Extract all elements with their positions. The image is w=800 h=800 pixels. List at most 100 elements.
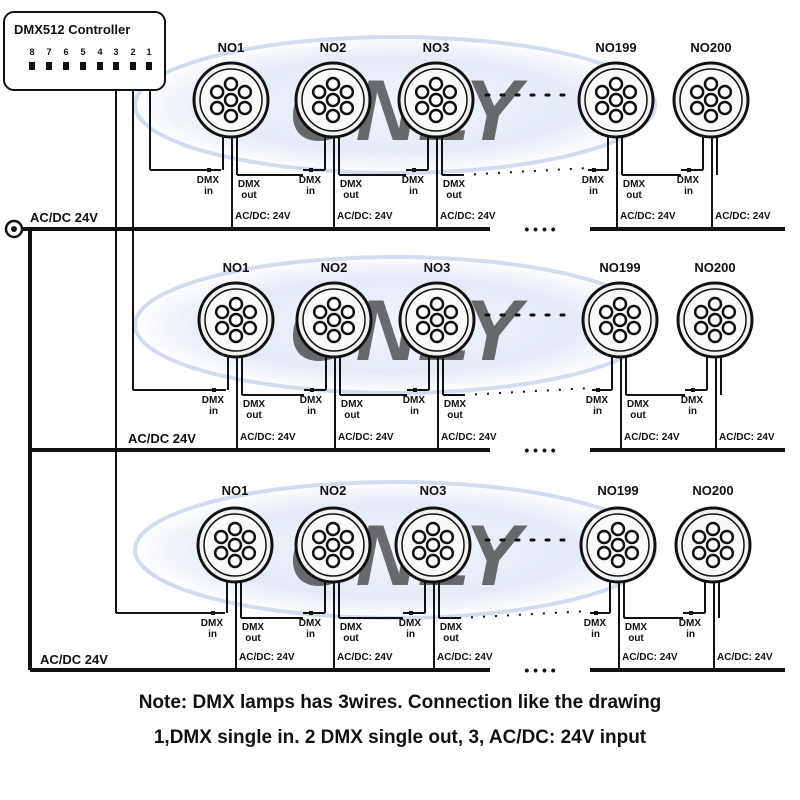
dmx-in-label-no200-row-2: DMX [681,395,704,406]
power-tap-label-no200-row-2: AC/DC: 24V [719,432,775,443]
dmx-in-label-no1-row-2: DMX [202,395,225,406]
led-6-no199-row-2 [612,296,628,312]
led-3-no2-row-2 [326,328,342,344]
connector-in-no1-row-3 [211,611,215,615]
dmx-in-sub-no1-row-2: in [209,406,218,417]
led-1-no199-row-2 [612,312,628,328]
led-4-no1-row-3 [213,545,229,561]
led-4-no3-row-3 [411,545,427,561]
led-5-no200-row-3 [691,529,707,545]
dmx-out-sub-no2-row-3: out [343,633,359,644]
dmx-out-sub-no1-row-2: out [246,410,262,421]
led-7-no200-row-2 [721,304,737,320]
dmx-in-sub-no2-row-2: in [307,406,316,417]
led-2-no3-row-1 [442,100,458,116]
pin-number-7: 7 [46,47,51,57]
dmx-out-label-no199-row-3: DMX [625,622,648,633]
dmx-in-label-no3-row-2: DMX [403,395,426,406]
connector-in-no2-row-2 [310,388,314,392]
led-1-no1-row-1 [223,92,239,108]
led-4-no3-row-2 [415,320,431,336]
power-bus-gap-1: • • • • [524,221,555,237]
led-3-no200-row-1 [703,108,719,124]
led-3-no3-row-2 [429,328,445,344]
led-5-no1-row-2 [214,304,230,320]
lamp-label-no199-row-2: NO199 [599,260,640,275]
led-6-no200-row-3 [705,521,721,537]
led-4-no200-row-3 [691,545,707,561]
dmx-out-label-no2-row-3: DMX [340,622,363,633]
dmx-out-label-no1-row-3: DMX [242,622,265,633]
pin-number-6: 6 [63,47,68,57]
connector-in-no1-row-2 [212,388,216,392]
lamp-label-no3-row-1: NO3 [423,40,450,55]
led-7-no2-row-1 [339,84,355,100]
dmx-in-label-no1-row-1: DMX [197,175,220,186]
led-3-no199-row-2 [612,328,628,344]
dmx-in-sub-no3-row-1: in [409,186,418,197]
led-2-no2-row-3 [339,545,355,561]
lamp-label-no3-row-2: NO3 [424,260,451,275]
power-tap-label-no3-row-2: AC/DC: 24V [441,432,497,443]
led-7-no199-row-2 [626,304,642,320]
power-bus-label-2: AC/DC 24V [128,431,196,446]
pin-number-3: 3 [113,47,118,57]
dmx-in-label-no199-row-1: DMX [582,175,605,186]
dmx-out-label-no1-row-1: DMX [238,179,261,190]
led-2-no1-row-2 [242,320,258,336]
led-4-no199-row-1 [594,100,610,116]
pin-2 [130,62,136,70]
led-5-no199-row-2 [598,304,614,320]
lamp-label-no200-row-3: NO200 [692,483,733,498]
led-5-no2-row-1 [311,84,327,100]
connector-in-no3-row-2 [413,388,417,392]
dmx-in-sub-no2-row-1: in [306,186,315,197]
led-5-no1-row-3 [213,529,229,545]
led-2-no199-row-1 [622,100,638,116]
led-7-no1-row-3 [241,529,257,545]
lamp-label-no2-row-1: NO2 [320,40,347,55]
led-6-no2-row-3 [325,521,341,537]
power-tap-label-no200-row-1: AC/DC: 24V [715,211,771,222]
led-2-no1-row-3 [241,545,257,561]
led-5-no1-row-1 [209,84,225,100]
dmx-in-sub-no200-row-3: in [686,629,695,640]
led-2-no3-row-2 [443,320,459,336]
led-2-no2-row-1 [339,100,355,116]
power-tap-label-no199-row-3: AC/DC: 24V [622,652,678,663]
pin-7 [46,62,52,70]
power-tap-label-no1-row-2: AC/DC: 24V [240,432,296,443]
led-3-no1-row-2 [228,328,244,344]
power-tap-label-no199-row-1: AC/DC: 24V [620,211,676,222]
led-7-no3-row-1 [442,84,458,100]
led-7-no3-row-2 [443,304,459,320]
dmx-out-sub-no1-row-1: out [241,190,257,201]
led-1-no199-row-3 [610,537,626,553]
dmx-in-sub-no3-row-2: in [410,406,419,417]
pin-1 [146,62,152,70]
led-2-no200-row-3 [719,545,735,561]
led-1-no3-row-3 [425,537,441,553]
connector-in-no2-row-3 [309,611,313,615]
power-tap-label-no2-row-1: AC/DC: 24V [337,211,393,222]
pin-4 [97,62,103,70]
led-5-no199-row-3 [596,529,612,545]
dmx-in-label-no2-row-3: DMX [299,618,322,629]
led-1-no2-row-3 [325,537,341,553]
led-3-no1-row-1 [223,108,239,124]
led-6-no2-row-2 [326,296,342,312]
led-5-no3-row-1 [414,84,430,100]
led-5-no3-row-3 [411,529,427,545]
power-bus-gap-2: • • • • [524,442,555,458]
dmx-in-sub-no3-row-3: in [406,629,415,640]
dmx-out-sub-no199-row-2: out [630,410,646,421]
led-7-no2-row-2 [340,304,356,320]
pin-5 [80,62,86,70]
power-tap-label-no199-row-2: AC/DC: 24V [624,432,680,443]
dmx-out-label-no2-row-1: DMX [340,179,363,190]
led-5-no2-row-2 [312,304,328,320]
led-4-no2-row-3 [311,545,327,561]
pin-number-1: 1 [146,47,151,57]
led-1-no200-row-3 [705,537,721,553]
dmx-in-sub-no199-row-2: in [593,406,602,417]
